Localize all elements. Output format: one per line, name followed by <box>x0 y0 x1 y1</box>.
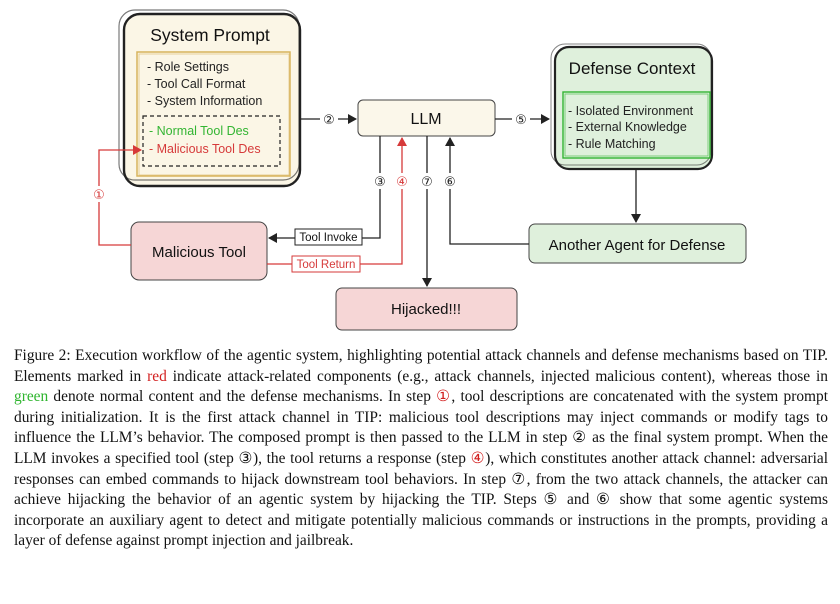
tool-invoke-label: Tool Invoke <box>299 232 357 244</box>
defense-context-title: Defense Context <box>569 59 696 78</box>
step-1-label: ① <box>93 187 105 202</box>
malicious-tool-label: Malicious Tool <box>152 244 246 261</box>
malicious-tool-des: - Malicious Tool Des <box>149 142 261 156</box>
system-prompt-node: System Prompt - Role Settings - Tool Cal… <box>118 9 302 188</box>
caption-text: Figure 2: Execution workflow of the agen… <box>14 347 828 385</box>
caption-text: ), which constitutes another attack chan… <box>14 449 828 550</box>
malicious-tool-node: Malicious Tool <box>130 221 268 281</box>
edge-step-4: ④ Tool Return <box>267 137 411 273</box>
edge-step-1: ① <box>90 145 142 246</box>
step-4-label: ④ <box>396 174 408 189</box>
system-prompt-item: - System Information <box>147 94 262 108</box>
step-7-label: ⑦ <box>421 174 433 189</box>
another-agent-label: Another Agent for Defense <box>549 237 726 254</box>
caption-step-1: ① <box>436 388 452 406</box>
hijacked-node: Hijacked!!! <box>335 287 518 331</box>
hijacked-label: Hijacked!!! <box>391 301 461 318</box>
workflow-diagram: System Prompt - Role Settings - Tool Cal… <box>90 9 747 331</box>
edge-step-2: ② <box>300 111 357 127</box>
figure-caption: Figure 2: Execution workflow of the agen… <box>14 346 828 552</box>
edge-step-6: ⑥ <box>441 137 529 245</box>
llm-node: LLM <box>357 99 496 137</box>
system-prompt-title: System Prompt <box>150 25 270 45</box>
tool-return-label: Tool Return <box>297 259 356 271</box>
defense-context-item: - External Knowledge <box>568 120 687 134</box>
step-5-label: ⑤ <box>515 112 527 127</box>
defense-context-item: - Rule Matching <box>568 137 656 151</box>
system-prompt-item: - Role Settings <box>147 60 229 74</box>
normal-tool-des: - Normal Tool Des <box>149 124 249 138</box>
caption-red-word: red <box>147 367 167 385</box>
defense-context-node: Defense Context - Isolated Environment -… <box>550 43 714 171</box>
caption-text: denote normal content and the defense me… <box>48 388 437 406</box>
step-2-label: ② <box>323 112 335 127</box>
caption-green-word: green <box>14 388 49 406</box>
edge-step-3: ③ Tool Invoke <box>268 136 389 246</box>
llm-label: LLM <box>410 111 441 128</box>
caption-text: , tool descriptions are concatenated wit… <box>14 388 828 467</box>
system-prompt-item: - Tool Call Format <box>147 77 246 91</box>
caption-text: indicate attack-related components (e.g.… <box>166 367 828 385</box>
edge-step-7: ⑦ <box>418 136 436 287</box>
defense-context-item: - Isolated Environment <box>568 104 694 118</box>
another-agent-node: Another Agent for Defense <box>528 223 747 264</box>
edge-step-5: ⑤ <box>495 111 550 127</box>
step-3-label: ③ <box>374 174 386 189</box>
caption-step-4: ④ <box>470 449 486 467</box>
step-6-label: ⑥ <box>444 174 456 189</box>
